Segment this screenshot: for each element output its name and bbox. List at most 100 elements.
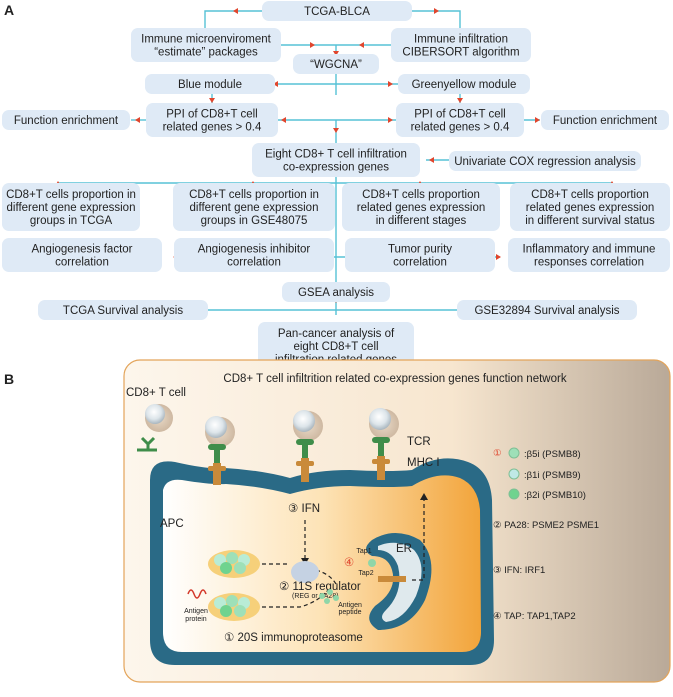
regulator-label: ② 11S regulator	[279, 581, 361, 593]
node-text: PPI of CD8+T cell	[414, 109, 506, 121]
er-label: ER	[396, 543, 412, 555]
node-text: TCGA Survival analysis	[63, 305, 183, 317]
node-text: co-expression genes	[283, 162, 389, 174]
legend-swatch-1	[508, 468, 520, 480]
node-box	[541, 110, 669, 130]
node-text: CD8+T cells proportion	[531, 189, 649, 201]
tap1-label: Tap1	[356, 548, 371, 555]
node-text: Tumor purity	[388, 244, 452, 256]
node-box	[396, 103, 524, 137]
cd8-tcell-icon	[145, 404, 165, 424]
legend-swatch-2	[508, 488, 520, 500]
node-box	[342, 183, 500, 231]
legend-label-1: :β1i (PSMB9)	[524, 470, 581, 481]
node-box	[508, 238, 670, 272]
node-box	[173, 183, 335, 231]
node-gse-survival: GSE32894 Survival analysis	[457, 300, 637, 320]
node-box	[2, 110, 130, 130]
node-text: GSEA analysis	[298, 287, 374, 299]
antigen-protein-label-2: protein	[185, 616, 207, 623]
node-text: Angiogenesis inhibitor	[198, 244, 311, 256]
tap2-label: Tap2	[358, 570, 373, 577]
node-text: CIBERSORT algorithm	[402, 47, 519, 59]
note-pa28: ② PA28: PSME2 PSME1	[493, 520, 599, 531]
node-text: Greenyellow module	[412, 79, 517, 91]
panel-b-label: B	[4, 371, 14, 387]
tcell-complex-2	[293, 410, 323, 482]
node-text: CD8+T cells proportion in	[6, 189, 136, 201]
regulator-sub: (REG or PA28)	[292, 593, 339, 600]
node-text: PPI of CD8+T cell	[166, 109, 258, 121]
legend-label-2: :β2i (PSMB10)	[524, 490, 586, 501]
node-text: groups in TCGA	[30, 215, 113, 227]
mhc-transport-arrow	[412, 498, 425, 581]
tap-transporter-icon	[378, 576, 406, 582]
node-text: different gene expression	[190, 202, 319, 214]
antigen-peptide-label-1: Antigen	[338, 602, 362, 609]
node-box	[2, 238, 162, 272]
legend-label-0: :β5i (PSMB8)	[524, 449, 581, 460]
node-text: related genes expression	[526, 202, 655, 214]
tcell-complex-3	[369, 408, 399, 480]
node-box	[391, 28, 531, 62]
node-text: CD8+T cells proportion in	[189, 189, 319, 201]
node-text: in different stages	[376, 215, 467, 227]
node-univariate-cox: Univariate COX regression analysis	[449, 151, 641, 171]
node-text: Pan-cancer analysis of	[278, 328, 395, 340]
node-text: Function enrichment	[14, 115, 119, 127]
node-tcga-survival: TCGA Survival analysis	[38, 300, 208, 320]
node-text: Angiogenesis factor	[31, 244, 132, 256]
node-box	[38, 300, 208, 320]
node-text: correlation	[227, 257, 281, 269]
legend: ① :β5i (PSMB8) :β1i (PSMB9) :β2i (PSMB10…	[493, 447, 599, 622]
network-title: CD8+ T cell infiltrition related co-expr…	[223, 373, 566, 385]
node-gsea: GSEA analysis	[282, 282, 390, 302]
node-blue-module: Blue module	[145, 74, 275, 94]
tap-number: ④	[344, 557, 354, 569]
node-text: “WGCNA”	[310, 59, 362, 71]
node-text: GSE32894 Survival analysis	[474, 305, 619, 317]
tcr-label: TCR	[407, 436, 431, 448]
node-box	[252, 143, 420, 177]
node-box	[345, 238, 495, 272]
mhc-label: MHC I	[407, 457, 440, 469]
node-text: eight CD8+T cell	[293, 341, 378, 353]
node-text: Inflammatory and immune	[523, 244, 656, 256]
node-box	[398, 74, 530, 94]
regulator-icon	[291, 561, 319, 583]
panel-a-label: A	[4, 2, 14, 18]
node-box	[146, 103, 278, 137]
node-box	[262, 1, 412, 21]
cd8-label: CD8+ T cell	[126, 387, 186, 399]
node-text: CD8+T cells proportion	[362, 189, 480, 201]
node-box	[293, 54, 379, 74]
node-text: Function enrichment	[553, 115, 658, 127]
node-func-left: Function enrichment	[2, 110, 130, 130]
tcr-receptor-icon	[137, 436, 157, 452]
node-text: related genes > 0.4	[163, 122, 262, 134]
proteasome-lower	[208, 593, 260, 621]
node-text: Immune microenviroment	[141, 34, 272, 46]
node-text: correlation	[393, 257, 447, 269]
node-box	[282, 282, 390, 302]
antigen-peptide-icon	[319, 589, 339, 604]
node-text: correlation	[55, 257, 109, 269]
node-text: in different survival status	[525, 215, 655, 227]
legend-number: ①	[493, 448, 502, 459]
node-box	[510, 183, 670, 231]
node-box	[145, 74, 275, 94]
node-text: Univariate COX regression analysis	[454, 156, 636, 168]
antigen-peptide-label-2: peptide	[339, 609, 362, 616]
apc-label: APC	[160, 518, 184, 530]
node-text: responses correlation	[534, 257, 644, 269]
node-box	[131, 28, 281, 62]
node-estimate: Immune microenviroment“estimate” package…	[131, 28, 281, 62]
